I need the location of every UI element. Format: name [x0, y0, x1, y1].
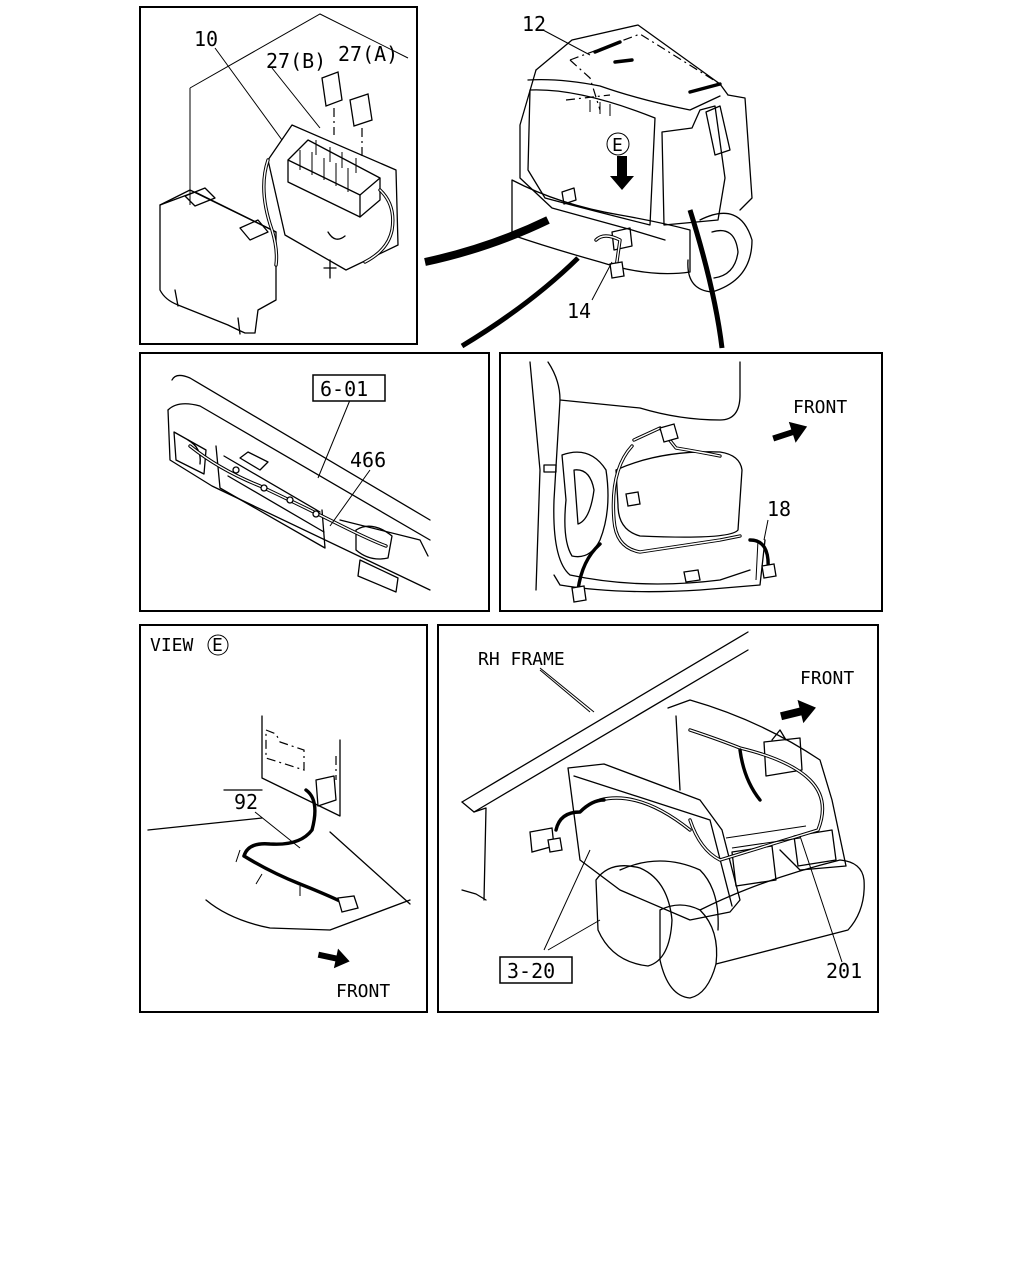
frame-panel-frame	[437, 624, 879, 1013]
relay-box-panel-frame	[139, 6, 418, 345]
view-e-panel: VIEW E 92 FRONT	[139, 624, 428, 1013]
relay-box-panel: 10 27(B) 27(A)	[139, 6, 418, 345]
door-panel-frame	[499, 352, 883, 612]
frame-front-arrow-icon	[780, 699, 816, 724]
frame-title: RH FRAME	[478, 649, 565, 670]
callout-door-harness-18: 18	[767, 497, 791, 521]
relay-box-illustration	[159, 13, 409, 335]
front-grille-illustration	[167, 374, 431, 593]
callout-harness-10: 10	[194, 27, 218, 51]
view-e-title-marker-circle	[207, 634, 229, 656]
callout-cab-harness-12: 12	[522, 12, 546, 36]
view-e-title: VIEW	[150, 635, 194, 656]
ref-3-20: 3-20	[507, 959, 555, 983]
view-e-front-arrow-icon	[317, 948, 350, 969]
callout-relay-27b: 27(B)	[266, 49, 326, 73]
frame-panel: RH FRAME	[437, 624, 879, 1013]
cab-illustration-area: E 12 14	[424, 12, 753, 349]
door-front-label: FRONT	[793, 397, 847, 418]
callout-lamp-harness-92: 92	[234, 790, 258, 814]
frame-front-label: FRONT	[800, 668, 854, 689]
callout-grille-harness-466: 466	[350, 448, 386, 472]
callout-frame-harness-201: 201	[826, 959, 862, 983]
door-panel: FRONT 18	[499, 352, 883, 612]
view-e-marker-letter: E	[612, 135, 623, 156]
frame-illustration	[461, 631, 865, 999]
front-grille-panel: 6-01 466	[139, 352, 490, 612]
callout-relay-27a: 27(A)	[338, 42, 398, 66]
door-illustration	[529, 361, 808, 603]
callout-bumper-harness-14: 14	[567, 299, 591, 323]
ref-6-01: 6-01	[320, 377, 368, 401]
ref-box-3-20	[499, 956, 573, 984]
view-e-title-marker-letter: E	[212, 635, 223, 656]
cab-illustration	[424, 24, 753, 349]
view-e-marker-circle	[606, 132, 630, 156]
door-front-arrow-icon	[772, 421, 808, 443]
ref-box-6-01	[312, 374, 386, 402]
view-e-illustration	[147, 715, 411, 969]
view-e-front-label: FRONT	[336, 981, 390, 1002]
view-e-panel-frame	[139, 624, 428, 1013]
front-grille-panel-frame	[139, 352, 490, 612]
